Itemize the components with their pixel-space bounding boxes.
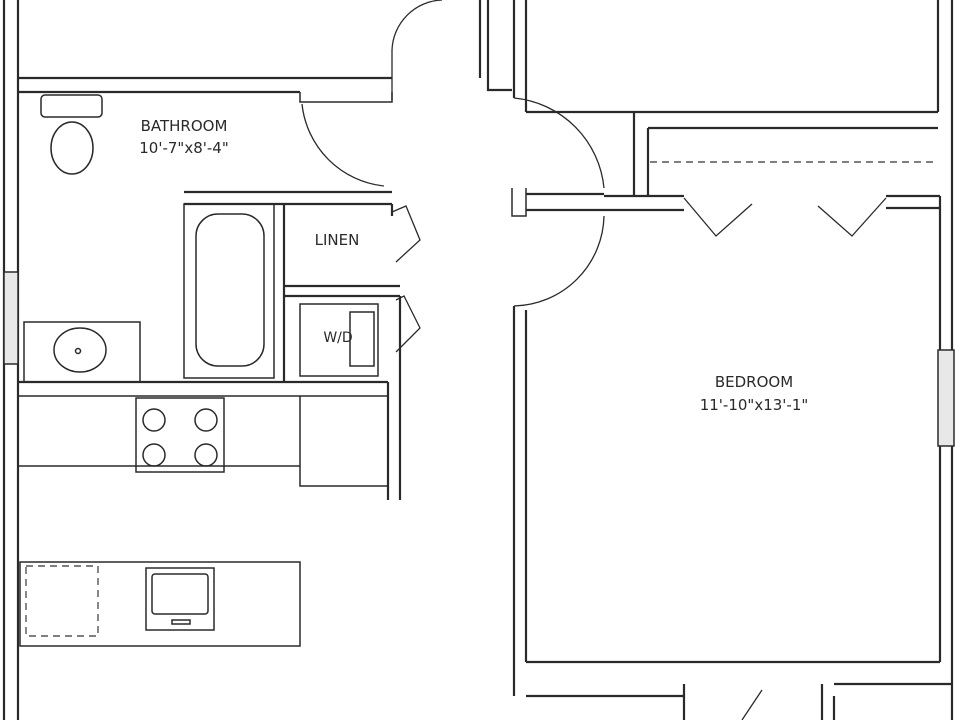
washer-dryer-label: W/D — [323, 330, 352, 346]
kitchen-island — [19, 561, 301, 647]
kitchen-counter — [18, 395, 388, 487]
top-room-walls — [18, 0, 938, 196]
washer-dryer — [299, 303, 379, 377]
bifold-doors-closets — [391, 205, 421, 353]
bathroom-label: BATHROOM — [141, 117, 228, 135]
bedroom-size: 11'-10"x13'-1" — [700, 396, 809, 414]
bedroom-closet — [604, 126, 940, 237]
bathtub — [183, 203, 275, 379]
window-east — [937, 349, 955, 447]
door-swings-top — [301, 0, 605, 307]
window-west — [3, 271, 19, 365]
bedroom-walls — [512, 196, 952, 720]
toilet — [40, 94, 103, 175]
bathroom-sink — [23, 321, 141, 383]
bathroom-walls — [18, 190, 402, 500]
bedroom-label: BEDROOM — [715, 373, 793, 391]
bathroom-size: 10'-7"x8'-4" — [139, 139, 228, 157]
hall-door-frame — [511, 188, 604, 217]
linen-label: LINEN — [315, 231, 360, 249]
stove-range — [135, 397, 225, 473]
